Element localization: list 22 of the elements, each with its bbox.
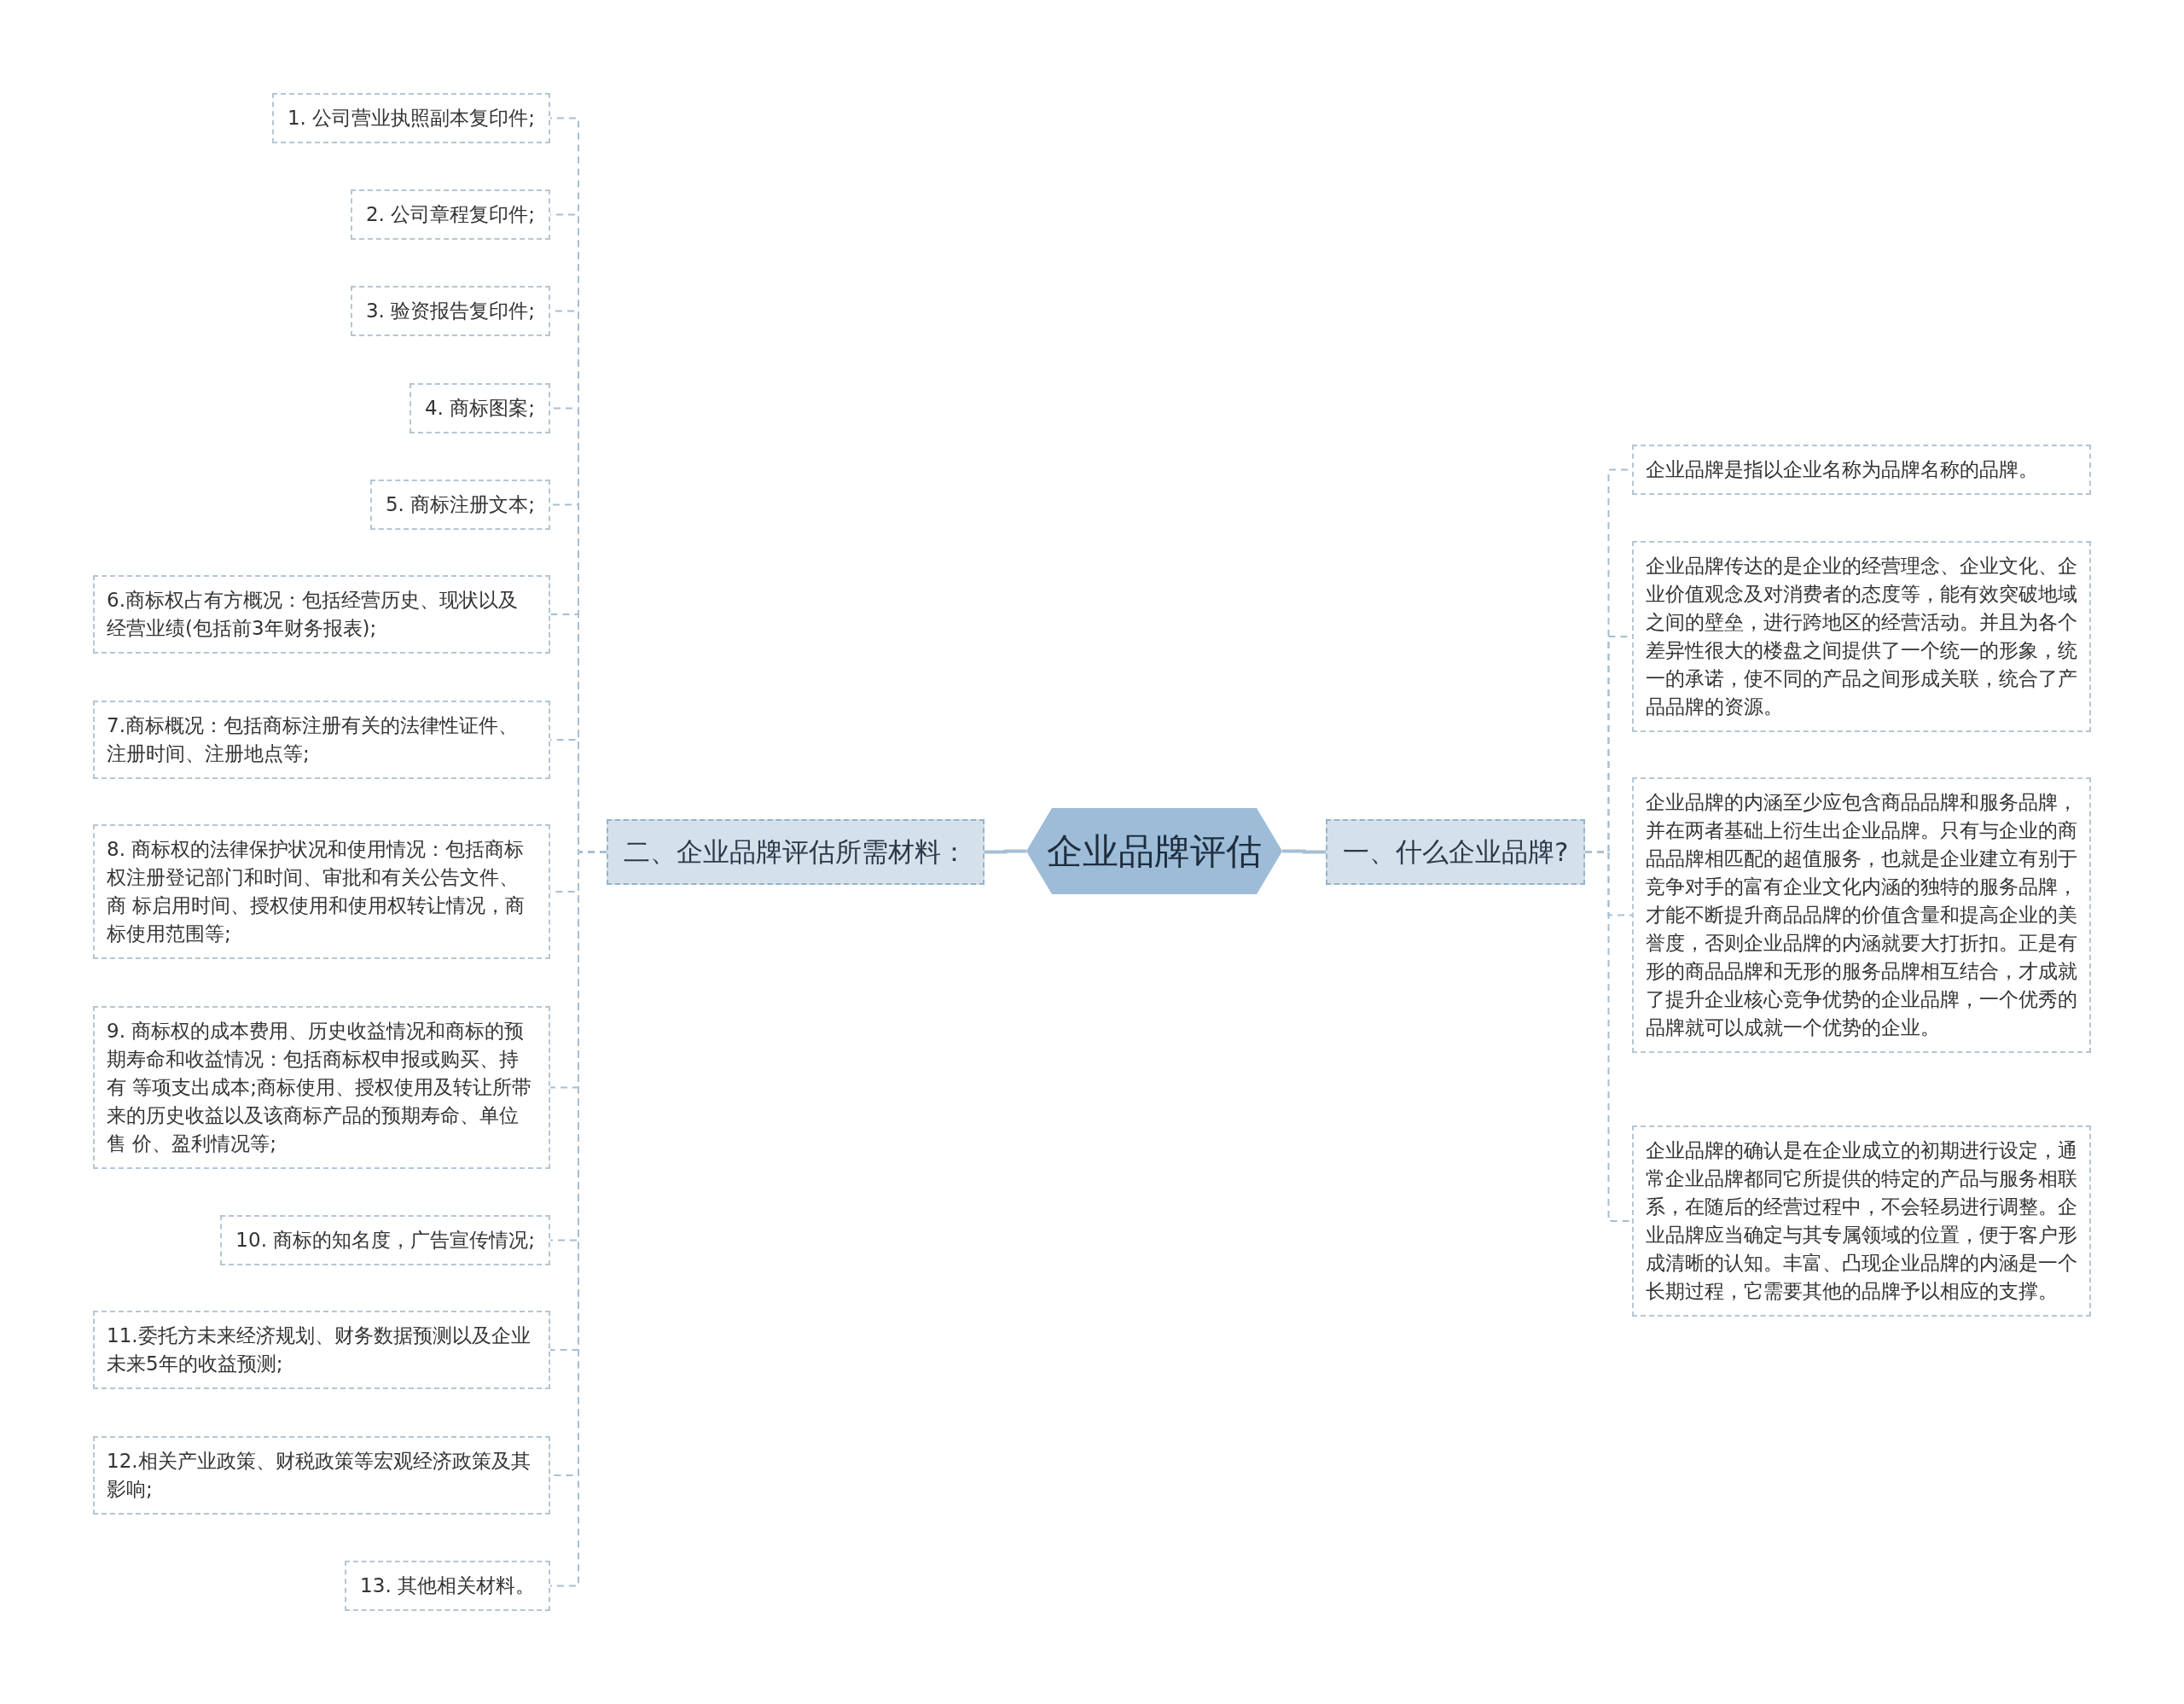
leaf-topic-box: 4. 商标图案; [410, 383, 550, 433]
connector-line [985, 849, 1026, 854]
leaf-topic-box: 6.商标权占有方概况：包括经营历史、现状以及经营业绩(包括前3年财务报表); [93, 575, 550, 654]
leaf-topic-box: 5. 商标注册文本; [370, 480, 550, 530]
leaf-topic-box: 7.商标概况：包括商标注册有关的法律性证件、注册时间、注册地点等; [93, 701, 550, 779]
branch-topic-box: 二、企业品牌评估所需材料： [607, 819, 985, 885]
leaf-topic-box: 2. 公司章程复印件; [351, 189, 550, 240]
leaf-topic-box: 企业品牌的内涵至少应包含商品品牌和服务品牌，并在两者基础上衍生出企业品牌。只有与企业的商品品牌相匹配的超值服务，也就是企业建立有别于竞争对手的富有企业文化内涵的独特的服务品牌，才能不断提升商品品牌的价值含量和提高企业的美誉度，否则企业品牌的内涵就要大打折扣。正是有形的商品品牌和无形的服务品牌相互结合，才成就了提升企业核心竞争优势的企业品牌，一个优秀的品牌就可以成就一个优势的企业。 [1632, 777, 2091, 1053]
connector-line [1282, 849, 1326, 854]
leaf-topic-box: 12.相关产业政策、财税政策等宏观经济政策及其影响; [93, 1436, 550, 1515]
leaf-topic-box: 10. 商标的知名度，广告宣传情况; [220, 1215, 550, 1265]
leaf-topic-box: 1. 公司营业执照副本复印件; [272, 93, 550, 143]
leaf-topic-box: 3. 验资报告复印件; [351, 286, 550, 336]
leaf-topic-box: 企业品牌传达的是企业的经营理念、企业文化、企业价值观念及对消费者的态度等，能有效突破地域之间的壁垒，进行跨地区的经营活动。并且为各个差异性很大的楼盘之间提供了一个统一的形象，统一的承诺，使不同的产品之间形成关联，统合了产品品牌的资源。 [1632, 541, 2091, 732]
branch-topic-box: 一、什么企业品牌? [1326, 819, 1586, 885]
leaf-topic-box: 8. 商标权的法律保护状况和使用情况：包括商标权注册登记部门和时间、审批和有关公告文件、商 标启用时间、授权使用和使用权转让情况，商标使用范围等; [93, 824, 550, 959]
leaf-topic-box: 企业品牌是指以企业名称为品牌名称的品牌。 [1632, 445, 2091, 495]
leaf-topic-box: 9. 商标权的成本费用、历史收益情况和商标的预期寿命和收益情况：包括商标权申报或购买、持有 等项支出成本;商标使用、授权使用及转让所带来的历史收益以及该商标产品的预期寿命、单位售 价、盈利情况等; [93, 1006, 550, 1169]
leaf-topic-box: 13. 其他相关材料。 [345, 1561, 550, 1611]
leaf-topic-box: 11.委托方未来经济规划、财务数据预测以及企业未来5年的收益预测; [93, 1311, 550, 1389]
central-topic-hexagon: 企业品牌评估 [1026, 808, 1282, 894]
leaf-topic-box: 企业品牌的确认是在企业成立的初期进行设定，通常企业品牌都同它所提供的特定的产品与服务相联系，在随后的经营过程中，不会轻易进行调整。企业品牌应当确定与其专属领域的位置，便于客户形成清晰的认知。丰富、凸现企业品牌的内涵是一个长期过程，它需要其他的品牌予以相应的支撑。 [1632, 1125, 2091, 1317]
